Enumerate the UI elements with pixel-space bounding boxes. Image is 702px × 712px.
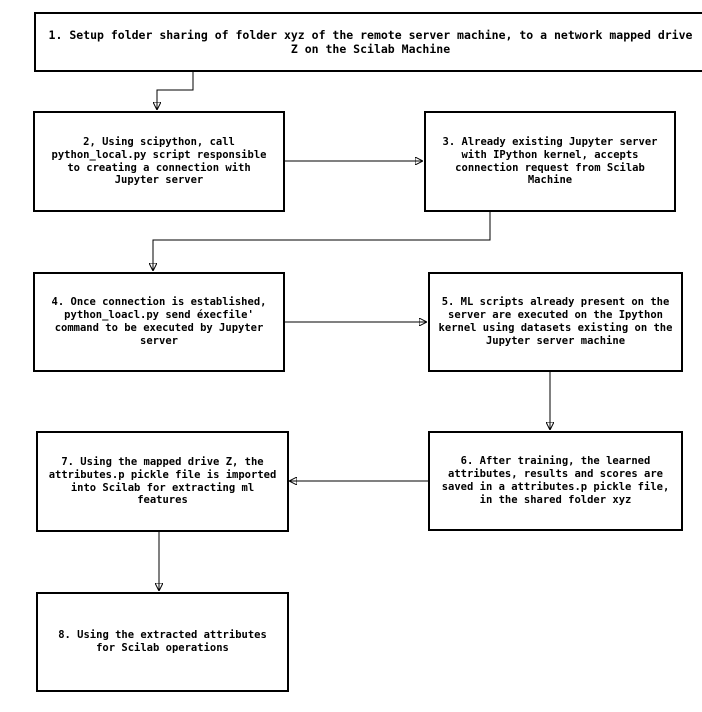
step-2-text: 2, Using scipython, call python_local.py…: [51, 135, 267, 187]
edge-1-to-2: [157, 72, 194, 109]
edge-3-to-4: [153, 212, 491, 270]
step-4-box: 4. Once connection is established, pytho…: [33, 272, 285, 372]
step-6-box: 6. After training, the learned attribute…: [428, 431, 683, 531]
step-1-box: 1. Setup folder sharing of folder xyz of…: [34, 12, 702, 72]
step-2-box: 2, Using scipython, call python_local.py…: [33, 111, 285, 212]
step-1-text: 1. Setup folder sharing of folder xyz of…: [48, 27, 693, 56]
step-6-text: 6. After training, the learned attribute…: [441, 455, 670, 506]
step-7-text: 7. Using the mapped drive Z, the attribu…: [48, 455, 277, 507]
step-5-box: 5. ML scripts already present on the ser…: [428, 272, 683, 372]
step-7-box: 7. Using the mapped drive Z, the attribu…: [36, 431, 289, 532]
step-4-text: 4. Once connection is established, pytho…: [51, 296, 267, 347]
step-5-text: 5. ML scripts already present on the ser…: [438, 296, 673, 347]
step-8-text: 8. Using the extracted attributes for Sc…: [58, 629, 267, 654]
step-3-text: 3. Already existing Jupyter server with …: [442, 135, 658, 187]
step-8-box: 8. Using the extracted attributes for Sc…: [36, 592, 289, 692]
step-3-box: 3. Already existing Jupyter server with …: [424, 111, 676, 212]
